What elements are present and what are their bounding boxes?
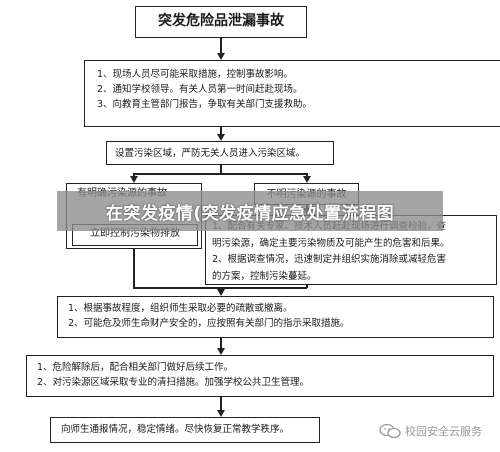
connector [133,249,135,287]
connector [220,338,222,348]
connector [220,127,222,135]
connector [133,173,135,177]
watermark: 校园安全云服务 [379,423,482,439]
arrow [217,53,225,60]
step4-line: 1、根据事故程度，组织师生采取必要的疏散或撤离。 [68,303,293,314]
set-contaminated-zone-box: 设置污染区域，严防无关人员进入污染区域。 [106,141,334,165]
initial-response-box: 1、现场人员尽可能采取措施，控制事故影响。 2、通知学校领导。有关人员第一时间赶… [84,60,500,127]
arrow [217,410,225,417]
connector [306,285,308,288]
arrow [217,348,225,355]
evacuation-box: 1、根据事故程度，组织师生采取必要的疏散或撤离。 2、可能危及师生命财产安全的，… [57,296,494,338]
arrow [217,289,225,296]
step4-line: 2、可能危及师生命财产安全的，应按照有关部门的指示采取措施。 [68,318,350,329]
detail-line: 明污染源，确定主要污染物质及可能产生的危害和后果。 [212,237,450,249]
wechat-icon [379,423,401,439]
arrow [217,134,225,141]
connector [220,397,222,410]
connector [306,173,308,177]
step5-line: 1、危险解除后，配合相关部门做好后续工作。 [37,362,234,373]
watermark-text: 校园安全云服务 [405,425,482,438]
notify-staff-students-box: 向师生通报情况，稳定情绪。尽快恢复正常教学秩序。 [50,417,320,443]
arrow [303,176,311,183]
flowchart-title: 突发危险品泄漏事故 [135,6,307,38]
detail-line: 的方案，控制污染蔓延。 [212,270,317,282]
connector [220,287,222,290]
aftermath-box: 1、危险解除后，配合相关部门做好后续工作。 2、对污染源区域采取专业的清扫措施。… [26,355,494,397]
step5-line: 2、对污染源区域采取专业的清扫措施。加强学校公共卫生管理。 [37,377,310,388]
caption-text: 在突发疫情(突发疫情应急处置流程图 [105,203,395,224]
connector [220,38,222,54]
caption-banner: 在突发疫情(突发疫情应急处置流程图 [57,191,443,231]
step1-line: 1、现场人员尽可能采取措施，控制事故影响。 [97,69,294,80]
connector [220,165,222,173]
detail-line: 2、根据调查情况，迅速制定并组织实施消除或减轻危害 [212,254,447,265]
step1-line: 3、向教育主管部门报告，争取有关部门支援救助。 [97,99,313,110]
connector [133,173,307,175]
step1-line: 2、通知学校领导。有关人员第一时间赶赴现场。 [97,84,303,95]
arrow [130,176,138,183]
